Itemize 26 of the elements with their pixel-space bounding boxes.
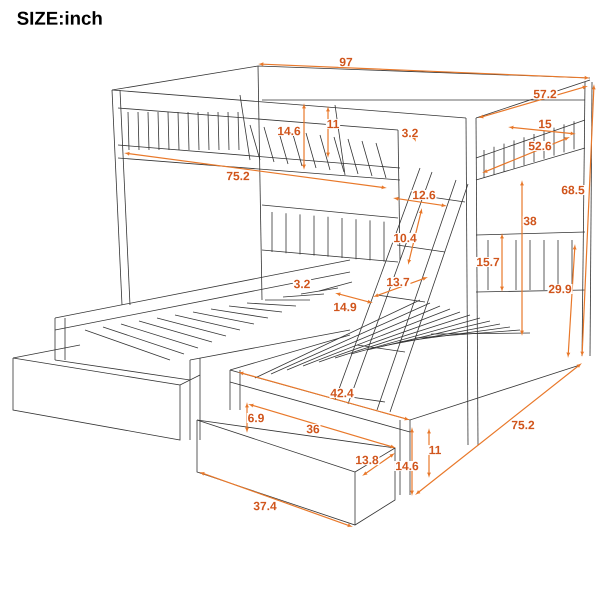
dimension-label: 12.6: [412, 190, 436, 200]
dimension-label: 37.4: [252, 500, 278, 512]
dimension-label: 13.8: [354, 454, 380, 466]
dimension-label: 3.2: [292, 278, 312, 290]
dimension-label: 15: [538, 119, 552, 129]
dimension-label: 14.6: [276, 126, 302, 136]
dimension-label: 14.9: [332, 302, 358, 312]
dimension-label: 36: [306, 424, 320, 434]
dimension-label: 10.4: [392, 232, 418, 244]
dimension-label: 11: [326, 119, 340, 129]
dimension-label: 11: [428, 445, 442, 455]
dimension-label: 68.5: [560, 184, 586, 196]
title: SIZE:inch: [17, 11, 102, 25]
dimension-label: 15.7: [476, 257, 500, 267]
dimension-label: 75.2: [226, 170, 250, 182]
dimension-label: 13.7: [386, 276, 410, 288]
dimension-label: 97: [338, 56, 354, 68]
dimension-label: 3.2: [400, 128, 420, 138]
dimension-label: 52.6: [528, 140, 552, 152]
dimension-label: 42.4: [330, 388, 354, 398]
dimension-label: 6.9: [246, 412, 266, 424]
dimension-label: 38: [522, 216, 538, 226]
dimension-label: 57.2: [532, 88, 558, 100]
dimension-label: 29.9: [548, 284, 572, 294]
dimension-label: 14.6: [394, 460, 420, 472]
dimension-label: 75.2: [510, 420, 536, 430]
